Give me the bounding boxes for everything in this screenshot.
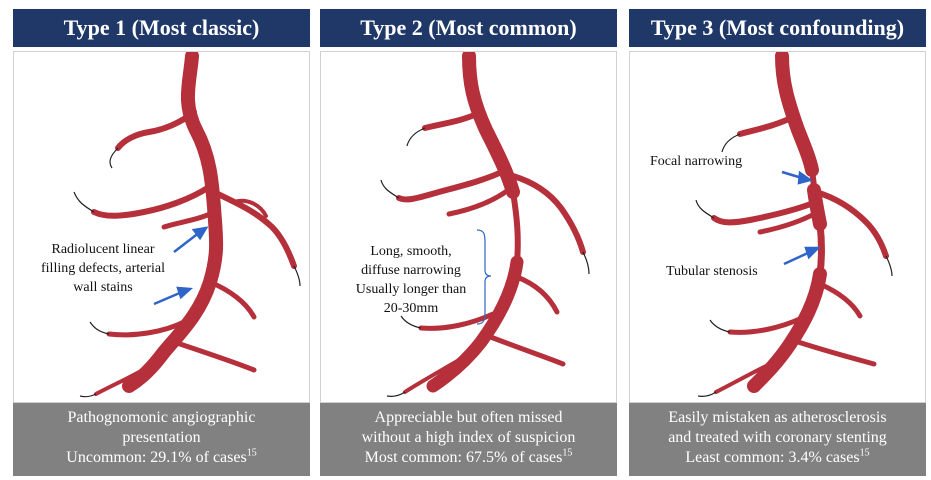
annotation-defects: Radiolucent linear filling defects, arte…	[18, 240, 188, 297]
footer-stat: Most common: 67.5% of cases	[365, 449, 563, 466]
annotation-line: 20-30mm	[341, 299, 481, 318]
branch	[210, 282, 254, 317]
branch	[164, 212, 214, 227]
footer-line-3: Uncommon: 29.1% of cases15	[13, 448, 310, 468]
branch	[792, 340, 874, 364]
diagram-area: Radiolucent linear filling defects, arte…	[13, 51, 310, 403]
footer-line-3: Least common: 3.4% cases15	[629, 448, 926, 468]
branch	[94, 187, 209, 216]
panel-footer: Easily mistaken as atherosclerosis and t…	[629, 403, 926, 476]
footer-line-3: Most common: 67.5% of cases15	[320, 448, 617, 468]
panel-title: Type 3 (Most confounding)	[629, 9, 926, 47]
reference-superscript: 15	[247, 448, 257, 459]
branch	[118, 112, 194, 148]
diagram-area: Long, smooth, diffuse narrowing Usually …	[320, 51, 617, 403]
diagram-area: Focal narrowing Tubular stenosis	[629, 51, 926, 403]
narrowed-segment	[513, 192, 518, 262]
annotation-tubular: Tubular stenosis	[666, 262, 758, 281]
annotation-line: wall stains	[18, 278, 188, 297]
artery-tree-diagram	[14, 52, 311, 404]
annotation-focal: Focal narrowing	[650, 152, 742, 171]
annotation-narrowing: Long, smooth, diffuse narrowing Usually …	[341, 242, 481, 318]
branch	[425, 112, 481, 128]
footer-stat: Uncommon: 29.1% of cases	[66, 449, 246, 466]
branch	[513, 176, 583, 252]
reference-superscript: 15	[562, 448, 572, 459]
annotation-line: Long, smooth,	[341, 242, 481, 261]
footer-line-1: Easily mistaken as atherosclerosis	[629, 408, 926, 428]
branch	[174, 342, 254, 370]
panel-footer: Appreciable but often missed without a h…	[320, 403, 617, 476]
tubular-stenosis	[820, 224, 822, 274]
branch	[820, 284, 860, 316]
panel-type-2: Type 2 (Most common)	[320, 9, 617, 476]
panel-title: Type 2 (Most common)	[320, 9, 617, 47]
reference-superscript: 15	[860, 448, 870, 459]
artery-tree-diagram	[321, 52, 618, 404]
main-vessel	[129, 56, 216, 386]
panel-type-3: Type 3 (Most confounding)	[629, 9, 926, 476]
branch	[740, 116, 795, 134]
artery-tree-diagram	[630, 52, 927, 404]
footer-line-1: Appreciable but often missed	[320, 408, 617, 428]
branch	[483, 334, 563, 364]
branch	[449, 188, 511, 214]
main-vessel	[782, 56, 812, 170]
annotation-line: diffuse narrowing	[341, 261, 481, 280]
panel-footer: Pathognomonic angiographic presentation …	[13, 403, 310, 476]
footer-line-1: Pathognomonic angiographic	[13, 408, 310, 428]
panel-type-1: Type 1 (Most classic)	[13, 9, 310, 476]
footer-stat: Least common: 3.4% cases	[685, 449, 859, 466]
annotation-line: filling defects, arterial	[18, 259, 188, 278]
annotation-line: Radiolucent linear	[18, 240, 188, 259]
annotation-line: Usually longer than	[341, 280, 481, 299]
branch	[399, 170, 506, 199]
footer-line-2: and treated with coronary stenting	[629, 428, 926, 448]
footer-line-2: presentation	[13, 428, 310, 448]
footer-line-2: without a high index of suspicion	[320, 428, 617, 448]
panel-title: Type 1 (Most classic)	[13, 9, 310, 47]
branch	[517, 277, 557, 312]
